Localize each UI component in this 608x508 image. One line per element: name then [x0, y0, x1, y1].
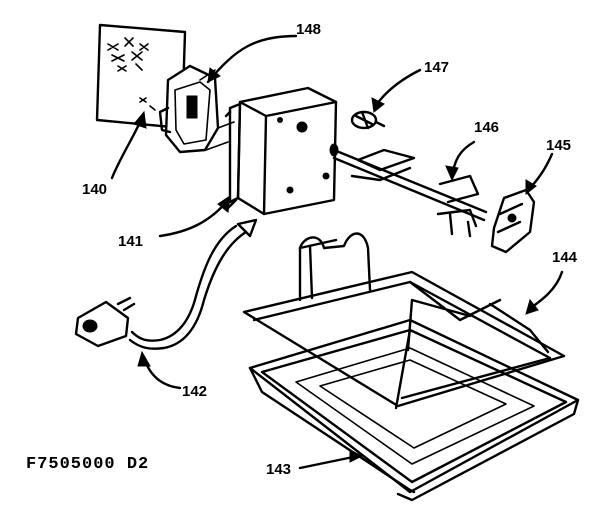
rotisserie-motor-part-141 [224, 86, 339, 216]
label-143: 143 [266, 461, 291, 478]
spit-rod-part-146 [332, 148, 488, 238]
label-144: 144 [552, 249, 578, 266]
label-140: 140 [82, 181, 107, 198]
motor-clip-part-148 [158, 64, 235, 154]
screw-part-147 [350, 110, 386, 130]
label-142: 142 [182, 383, 207, 400]
label-148: 148 [296, 21, 321, 38]
spit-handle-part-145 [490, 188, 536, 254]
drip-pan-part-143 [248, 318, 580, 502]
drawing-code: F7505000 D2 [26, 455, 149, 474]
label-147: 147 [424, 59, 449, 76]
label-146: 146 [474, 119, 499, 136]
power-cord-part-142 [74, 218, 258, 350]
label-145: 145 [546, 137, 571, 154]
leader-lines [110, 34, 564, 470]
label-141: 141 [118, 233, 143, 250]
